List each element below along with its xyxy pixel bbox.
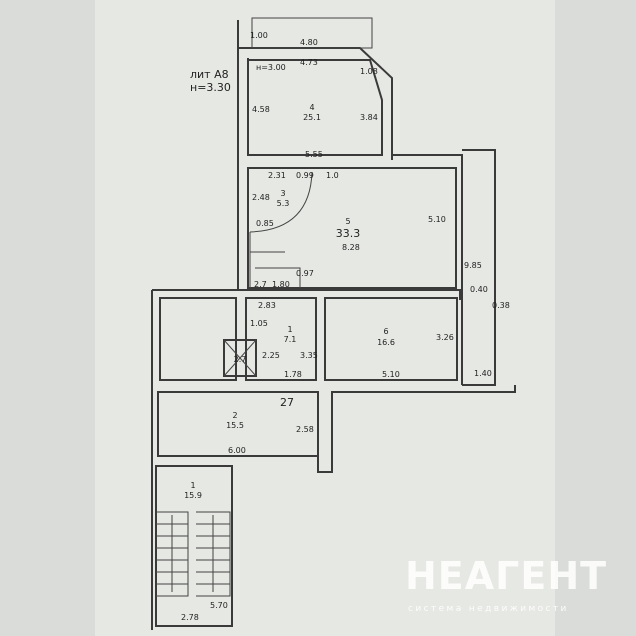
dim: 0.99 — [296, 171, 314, 180]
dim: 0.38 — [492, 301, 510, 310]
dim: 0.85 — [256, 219, 274, 228]
dim: 2.78 — [181, 613, 199, 622]
lit-label: лит А8 — [190, 68, 229, 81]
dim: 5.70 — [210, 601, 228, 610]
dim: 1.80 — [272, 280, 290, 289]
dim: 5.10 — [428, 215, 446, 224]
dim: 1.00 — [250, 31, 268, 40]
room-area: 7.1 — [284, 335, 297, 344]
room-labels: 4 25.1 3 5.3 5 33.3 1 7.1 6 16.6 2 15.5 … — [184, 103, 395, 500]
dim: 2.48 — [252, 193, 270, 202]
dim: 1.0 — [326, 171, 339, 180]
dim: 1.40 — [474, 369, 492, 378]
watermark-logo: НЕАГЕНТ — [405, 554, 608, 598]
room-area: 25.1 — [303, 113, 321, 122]
room-area: 15.9 — [184, 491, 202, 500]
room-area: 2.7 — [234, 355, 247, 364]
room-area: 15.5 — [226, 421, 244, 430]
room-number: 1 — [287, 325, 292, 334]
dim: 2.58 — [296, 425, 314, 434]
room-area: 33.3 — [336, 227, 361, 240]
room-number: 2 — [232, 411, 237, 420]
dim: 2.83 — [258, 301, 276, 310]
dim: 4.58 — [252, 105, 270, 114]
room-stair-outline — [155, 465, 233, 627]
dim: 0.40 — [470, 285, 488, 294]
room-number: 3 — [280, 189, 285, 198]
dim: 6.00 — [228, 446, 246, 455]
watermark-tagline: система недвижимости — [408, 604, 569, 614]
dim: 1.08 — [360, 67, 378, 76]
walls — [151, 17, 516, 630]
dim: 3.35 — [300, 351, 318, 360]
dim: 5.10 — [382, 370, 400, 379]
room-area: 5.3 — [277, 199, 290, 208]
elevator-shaft — [223, 339, 257, 377]
room-5-outline — [247, 167, 457, 289]
dim: 1.78 — [284, 370, 302, 379]
room-2-outline — [157, 391, 319, 457]
room-6-outline — [324, 297, 458, 381]
dim: 4.80 — [300, 38, 318, 47]
dim: 0.97 — [296, 269, 314, 278]
dim: 3.26 — [436, 333, 454, 342]
room4-height: н=3.00 — [256, 63, 286, 72]
dim: 2.31 — [268, 171, 286, 180]
dim: 1.05 — [250, 319, 268, 328]
room-area: 16.6 — [377, 338, 395, 347]
dim: 5.55 — [305, 150, 323, 159]
dim: 8.28 — [342, 243, 360, 252]
height-label: н=3.30 — [190, 81, 231, 94]
dim: 3.84 — [360, 113, 378, 122]
dimension-labels: 1.00 4.80 4.73 1.08 4.58 3.84 5.55 2.31 … — [181, 31, 510, 622]
dim: 2.25 — [262, 351, 280, 360]
room-number: 1 — [190, 481, 195, 490]
room-number: 6 — [383, 327, 388, 336]
room-number: 5 — [345, 217, 350, 226]
room-number: 4 — [309, 103, 314, 112]
dim: 9.85 — [464, 261, 482, 270]
dim: 2.7 — [254, 280, 267, 289]
dim: 4.73 — [300, 58, 318, 67]
dim: 27 — [280, 396, 294, 409]
